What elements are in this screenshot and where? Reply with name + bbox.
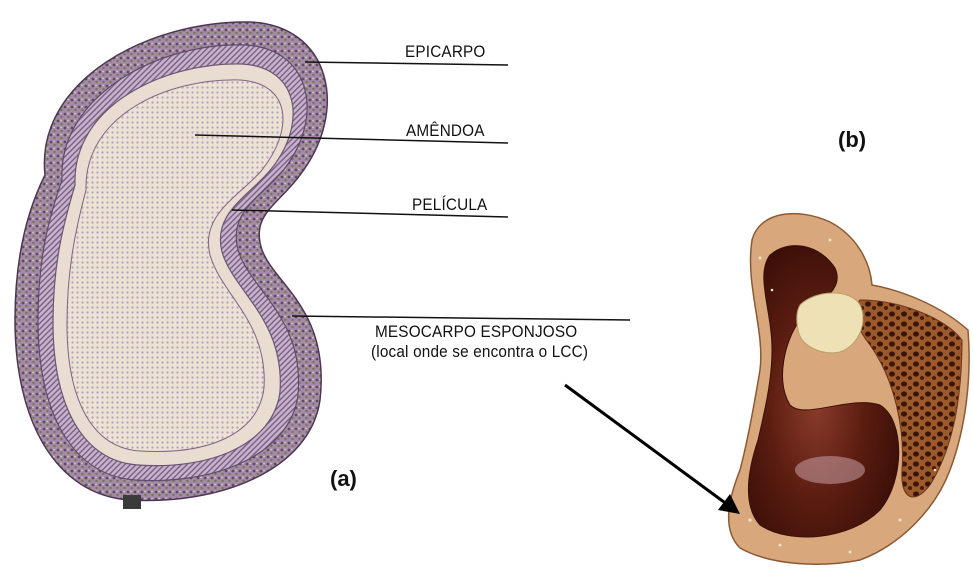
cashew-cross-section xyxy=(15,22,327,509)
pointer-arrow xyxy=(565,385,740,514)
cashew-shell-photo xyxy=(729,214,969,565)
stem-shape xyxy=(123,495,141,509)
label-epicarpo: EPICARPO xyxy=(405,42,486,62)
panel-a-tag: (a) xyxy=(330,466,357,492)
label-mesocarpo: MESOCARPO ESPONJOSO xyxy=(375,322,577,342)
label-pelicula: PELÍCULA xyxy=(412,195,487,215)
label-amendoa: AMÊNDOA xyxy=(406,121,485,141)
panel-b-tag: (b) xyxy=(838,127,866,153)
leader-epicarpo xyxy=(305,62,508,65)
kernel-remnant-shape xyxy=(797,293,863,353)
leader-mesocarpo xyxy=(292,316,630,320)
label-mesocarpo-note: (local onde se encontra o LCC) xyxy=(371,342,588,362)
gloss-highlight xyxy=(795,456,865,484)
arrow-line xyxy=(565,385,728,505)
